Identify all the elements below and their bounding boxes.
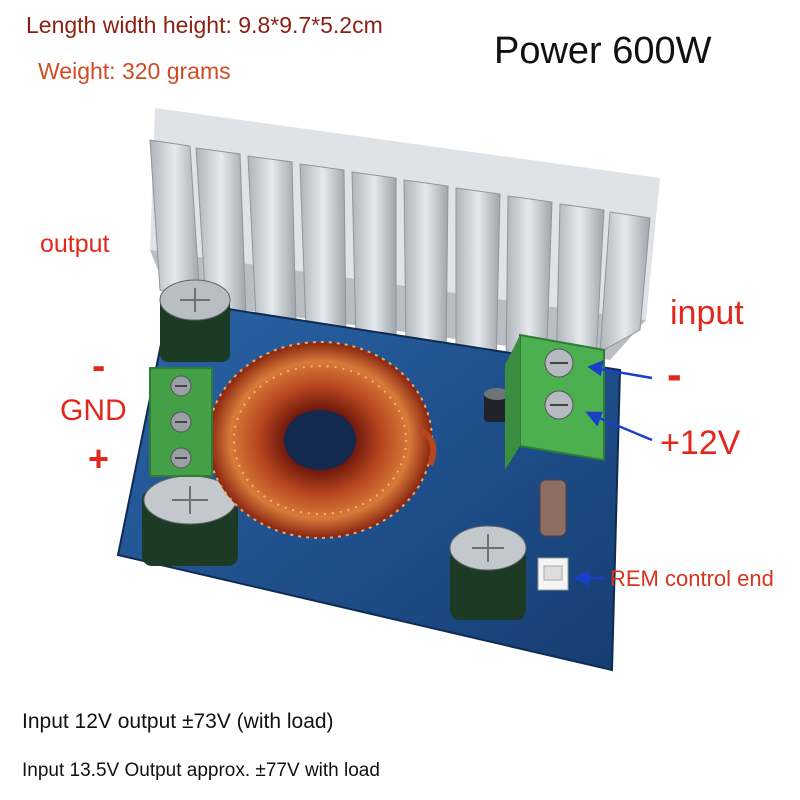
capacitor-bottom-left <box>142 475 238 566</box>
output-minus-label: - <box>92 344 106 388</box>
weight-text: Weight: 320 grams <box>38 58 231 84</box>
note-line-2: Input 13.5V Output approx. ±77V with loa… <box>22 760 380 781</box>
dimensions-text: Length width height: 9.8*9.7*5.2cm <box>26 12 383 38</box>
toroid-inductor <box>207 341 437 539</box>
output-plus-label: + <box>88 438 110 479</box>
input-label: input <box>670 294 744 332</box>
heatsink <box>149 108 660 373</box>
gnd-label: GND <box>60 394 127 427</box>
arrows <box>573 359 653 587</box>
capacitor-top-left <box>159 279 231 362</box>
rem-connector <box>537 557 569 591</box>
heatsink-fins <box>149 139 651 373</box>
capacitor-bottom-right <box>449 525 527 620</box>
note-line-1: Input 12V output ±73V (with load) <box>22 710 334 733</box>
capacitor-small <box>484 388 510 422</box>
resistor <box>539 479 567 537</box>
power-title: Power 600W <box>494 30 712 72</box>
output-label: output <box>40 230 110 258</box>
output-terminal <box>149 367 213 477</box>
input-plus-label: +12V <box>660 424 741 462</box>
input-terminal <box>505 333 605 470</box>
input-minus-label: - <box>667 350 682 399</box>
rem-label: REM control end <box>610 566 774 591</box>
